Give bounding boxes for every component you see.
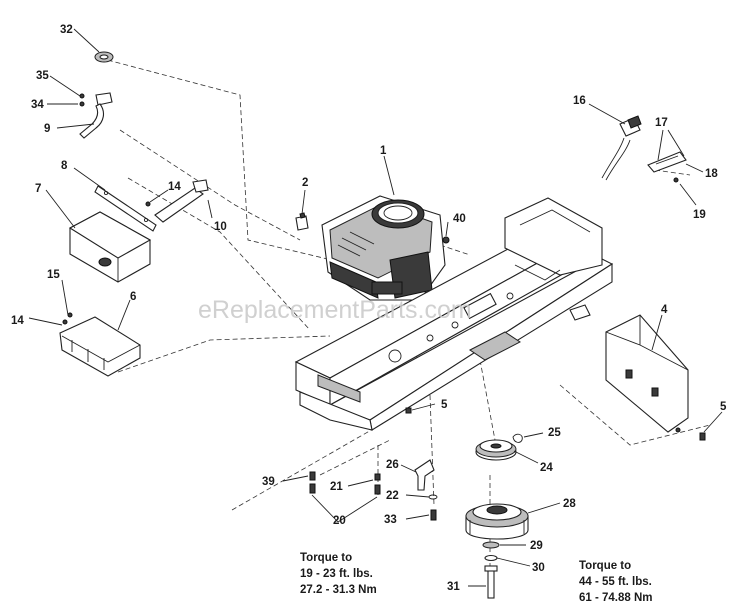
engine-part-1 [321,195,446,301]
callout-39: 39 [262,476,275,488]
callout-35: 35 [36,70,49,82]
callout-20: 20 [333,515,346,527]
muffler-part-7 [68,211,152,283]
callout-28: 28 [563,498,576,510]
callout-29: 29 [530,540,543,552]
callout-6: 6 [130,291,136,303]
callout-5-frame: 5 [441,399,448,411]
callout-24: 24 [540,462,553,474]
callout-40: 40 [453,213,466,225]
callout-4: 4 [661,304,668,316]
callout-22: 22 [386,490,399,502]
spark-plug-part-2 [295,212,309,231]
svg-text:19 - 23 ft. lbs.: 19 - 23 ft. lbs. [300,568,373,580]
bracket-part-26 [414,459,435,491]
callout-1: 1 [380,145,387,157]
torque-note-right: Torque to 44 - 55 ft. lbs. 61 - 74.88 Nm [579,560,653,604]
callout-26: 26 [386,459,399,471]
callout-17: 17 [655,117,668,129]
callout-9: 9 [44,123,50,135]
bolt-part-40 [442,236,450,244]
callout-21: 21 [330,481,343,493]
clip-part-18 [647,151,687,183]
callout-32: 32 [60,24,73,36]
gasket-part-32 [94,51,114,63]
key-part-25 [512,433,523,443]
callout-18: 18 [705,168,718,180]
exhaust-pipe-part-9 [79,92,113,139]
callout-7: 7 [35,183,41,195]
callout-16: 16 [573,95,586,107]
svg-text:Torque to: Torque to [579,560,631,572]
wire-harness-part-16 [601,115,642,181]
callout-19: 19 [693,209,706,221]
callout-34: 34 [31,99,44,111]
heat-shield-part-6 [59,316,141,377]
bracket-part-8 [94,185,157,232]
exhaust-tube-part-10 [145,179,209,223]
callout-30: 30 [532,562,545,574]
callout-31: 31 [447,581,460,593]
callout-5-panel: 5 [720,401,727,413]
washer-part-29 [482,541,500,549]
spacer-part-30 [484,554,498,562]
torque-note-left: Torque to 19 - 23 ft. lbs. 27.2 - 31.3 N… [300,552,377,596]
pulley-part-24 [475,439,517,461]
clutch-part-28 [465,503,529,540]
callout-25: 25 [548,427,561,439]
callout-2: 2 [302,177,308,189]
callout-33: 33 [384,514,397,526]
callout-15: 15 [47,269,60,281]
callout-labels: 32 35 34 9 8 7 14 10 15 14 6 1 2 40 16 1… [11,24,727,593]
bolt-part-31 [484,565,498,599]
side-panel-part-4 [605,314,689,433]
leader-lines [28,28,723,587]
watermark-text: eReplacementParts.com [198,296,472,324]
svg-text:61 - 74.88 Nm: 61 - 74.88 Nm [579,592,653,604]
callout-8: 8 [61,160,68,172]
callout-14-top: 14 [168,181,181,193]
fasteners [62,312,706,521]
svg-text:Torque to: Torque to [300,552,352,564]
svg-text:27.2 - 31.3 Nm: 27.2 - 31.3 Nm [300,584,377,596]
callout-10: 10 [214,221,227,233]
svg-text:44 - 55 ft. lbs.: 44 - 55 ft. lbs. [579,576,652,588]
callout-14-left: 14 [11,315,24,327]
frame-main [294,197,614,431]
